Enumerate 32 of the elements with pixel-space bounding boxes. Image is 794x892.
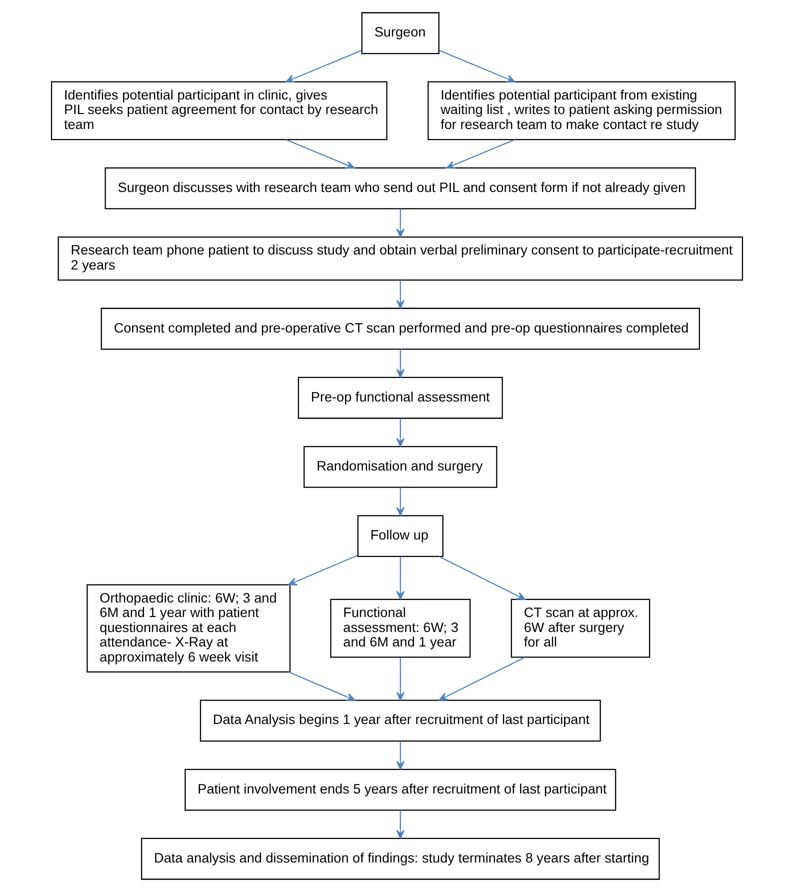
arrow bbox=[396, 810, 405, 839]
arrow bbox=[396, 487, 405, 516]
arrow bbox=[286, 50, 362, 83]
arrow bbox=[446, 139, 515, 169]
node-box: CT scan at approx. 6W after surgery for all bbox=[510, 598, 650, 658]
node-box: Patient involvement ends 5 years after recruitment of last participant bbox=[184, 768, 616, 811]
arrow bbox=[396, 349, 405, 378]
arrow bbox=[396, 280, 405, 309]
node-box: Data Analysis begins 1 year after recruitment of last participant bbox=[200, 700, 601, 742]
node-box: Orthopaedic clinic: 6W; 3 and 6M and 1 year with patient questionnaires at each attendance- X-Ray at approximately 6 week visit bbox=[86, 584, 291, 673]
node-box: Pre-op functional assessment bbox=[298, 376, 503, 419]
arrow bbox=[396, 741, 405, 770]
node-box: Consent completed and pre-operative CT scan performed and pre-op questionnaires completed bbox=[100, 308, 700, 350]
arrow bbox=[288, 554, 358, 586]
arrow bbox=[288, 672, 356, 701]
arrow bbox=[396, 208, 405, 238]
node-box: Surgeon bbox=[361, 12, 440, 54]
arrow bbox=[396, 556, 405, 600]
node-box: Identifies potential participant from existing waiting list , writes to patient asking permission for research team to make contact re study bbox=[428, 81, 736, 140]
node-box: Research team phone patient to discuss study and obtain verbal preliminary consent to participate-recruitment 2 years bbox=[58, 236, 744, 281]
node-box: Data analysis and dissemination of findings: study terminates 8 years after starting bbox=[141, 838, 660, 880]
node-box: Surgeon discusses with research team who send out PIL and consent form if not already given bbox=[104, 167, 696, 210]
arrow bbox=[286, 139, 355, 169]
arrow bbox=[438, 556, 526, 600]
arrow bbox=[396, 418, 405, 447]
node-box: Randomisation and surgery bbox=[304, 446, 498, 488]
node-box: Functional assessment: 6W; 3 and 6M and 1 year bbox=[330, 598, 471, 658]
arrow bbox=[438, 656, 526, 701]
arrow bbox=[439, 50, 516, 83]
node-box: Identifies potential participant in clinic, gives PIL seeks patient agreement for contact by research team bbox=[50, 81, 388, 140]
node-box: Follow up bbox=[357, 515, 444, 557]
arrow bbox=[396, 658, 405, 701]
